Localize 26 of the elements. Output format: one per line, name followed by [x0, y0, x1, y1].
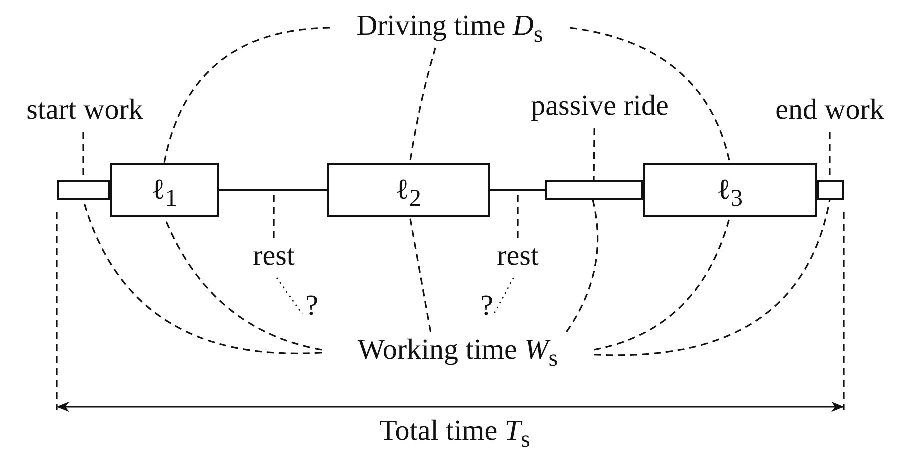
leader-line [570, 27, 731, 164]
leader-line [566, 200, 599, 332]
text-label: Working time W$_{s}$ [322, 332, 594, 372]
text-label: ? [475, 290, 499, 326]
rest-line [490, 189, 545, 191]
text-label: ? [300, 290, 324, 326]
leader-line [594, 200, 831, 356]
text-label: Driving time D$_{s}$ [330, 8, 570, 48]
rest-line [219, 189, 327, 191]
dimension-label: Total time T$_{s}$ [378, 414, 532, 449]
leader-line [164, 27, 330, 164]
text-label: start work [10, 92, 160, 132]
text-label: passive ride [510, 88, 690, 128]
segment-box [817, 180, 844, 200]
text-label: rest [488, 238, 548, 278]
interval-box: ℓ$_{1}$ [110, 163, 219, 217]
leader-line [409, 216, 432, 332]
interval-box: ℓ$_{3}$ [643, 163, 817, 217]
dotted-leader-line [494, 278, 514, 314]
dotted-leader-line [276, 278, 303, 314]
interval-box: ℓ$_{2}$ [327, 163, 490, 217]
segment-box [545, 180, 643, 200]
text-label: end work [762, 92, 897, 132]
text-label: rest [244, 238, 304, 278]
leader-line [593, 128, 596, 180]
segment-box [57, 180, 110, 200]
